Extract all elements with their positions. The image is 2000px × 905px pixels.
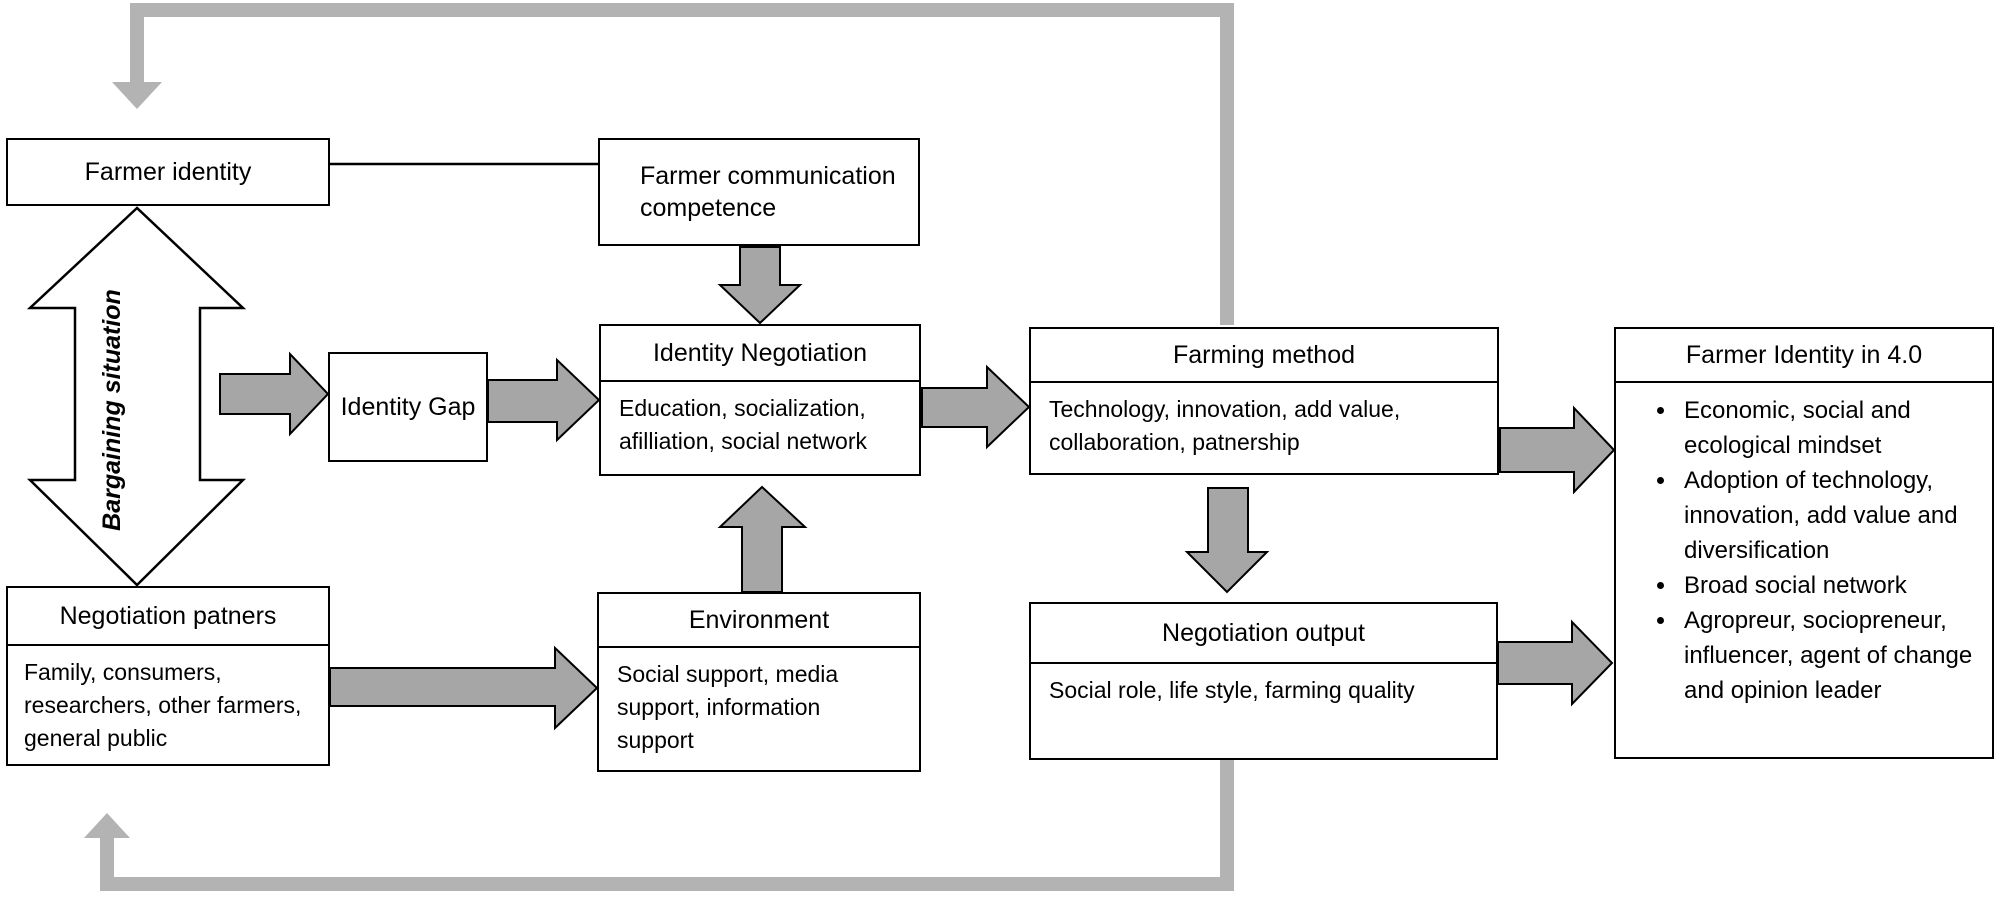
farmer-identity-box: Farmer identity [6,138,330,206]
list-item: Adoption of technology, innovation, add … [1678,463,1992,568]
arrow-farming-to-identity40 [1499,405,1616,495]
negotiation-output-title: Negotiation output [1031,604,1496,664]
farming-method-body: Technology, innovation, add value, colla… [1049,396,1401,455]
arrow-farming-to-output [1184,487,1270,594]
farmer-identity-40-content: Economic, social and ecological mindset … [1616,383,1992,757]
arrow-negotiation-to-farming [921,364,1031,450]
identity-negotiation-box: Identity Negotiation Education, socializ… [599,324,921,476]
farmer-identity-40-title: Farmer Identity in 4.0 [1616,329,1992,383]
environment-box: Environment Social support, media suppor… [597,592,921,772]
arrow-gap-to-negotiation [487,357,601,443]
farmer-identity-40-list: Economic, social and ecological mindset … [1616,393,1992,708]
bargaining-situation-label: Bargaining situation [98,289,126,531]
identity-negotiation-title: Identity Negotiation [601,326,919,382]
negotiation-output-body: Social role, life style, farming quality [1049,677,1415,703]
negotiation-partners-box: Negotiation patners Family, consumers, r… [6,586,330,766]
list-item: Agropreur, sociopreneur, influencer, age… [1678,603,1992,708]
list-item: Broad social network [1678,568,1992,603]
bargaining-double-arrow [26,206,247,587]
communication-competence-box: Farmer communication competence [598,138,920,246]
environment-title: Environment [599,594,919,648]
identity-gap-box: Identity Gap [328,352,488,462]
farmer-identity-40-box: Farmer Identity in 4.0 Economic, social … [1614,327,1994,759]
environment-body: Social support, media support, informati… [617,661,839,753]
feedback-loop-top-arrowhead [112,82,162,109]
farming-method-box: Farming method Technology, innovation, a… [1029,327,1499,475]
feedback-loop-bottom [100,760,1234,891]
identity-negotiation-body: Education, socialization, afilliation, s… [619,395,868,454]
communication-competence-label: Farmer communication competence [640,162,896,222]
arrow-communication-to-negotiation [717,246,803,325]
farmer-identity-label: Farmer identity [84,158,252,186]
negotiation-partners-title: Negotiation patners [8,588,328,646]
feedback-loop-bottom-arrowhead [84,813,130,838]
list-item: Economic, social and ecological mindset [1678,393,1992,463]
arrow-partners-to-environment [329,645,599,731]
farming-method-title: Farming method [1031,329,1497,383]
negotiation-output-box: Negotiation output Social role, life sty… [1029,602,1498,760]
negotiation-partners-body: Family, consumers, researchers, other fa… [24,659,302,751]
arrow-environment-to-negotiation [717,485,808,593]
arrow-bargaining-to-gap [219,351,330,437]
arrow-output-to-identity40 [1497,619,1614,707]
identity-gap-label: Identity Gap [340,393,476,421]
feedback-loop-top [130,3,1234,325]
